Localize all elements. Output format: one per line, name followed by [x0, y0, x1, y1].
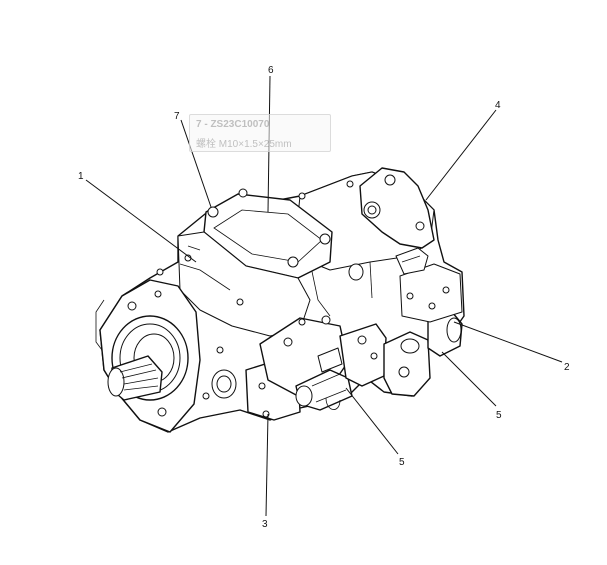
part-tooltip: 7 - ZS23C10070 螺栓 M10×1.5×25mm	[189, 114, 331, 152]
callout-6: 6	[268, 65, 274, 76]
tooltip-part-description: 螺栓 M10×1.5×25mm	[196, 139, 292, 150]
callout-4: 4	[495, 100, 501, 111]
hydraulic-pump-drawing	[95, 167, 465, 433]
callout-2: 2	[564, 362, 570, 373]
leader-5-lower	[345, 387, 399, 455]
leader-2	[453, 321, 563, 363]
callout-7: 7	[174, 111, 180, 122]
callout-1: 1	[78, 171, 84, 182]
callout-3: 3	[262, 519, 268, 530]
leader-4	[425, 109, 497, 201]
leader-5-upper	[441, 351, 497, 407]
leader-1	[85, 179, 197, 263]
callout-5-lower: 5	[399, 457, 405, 468]
leader-3	[265, 413, 269, 517]
callout-labels: 1 7 6 4 2 5 5 3	[78, 65, 570, 530]
callout-5-upper: 5	[496, 410, 502, 421]
tooltip-part-number: 7 - ZS23C10070	[196, 119, 270, 130]
leader-7	[180, 119, 212, 208]
